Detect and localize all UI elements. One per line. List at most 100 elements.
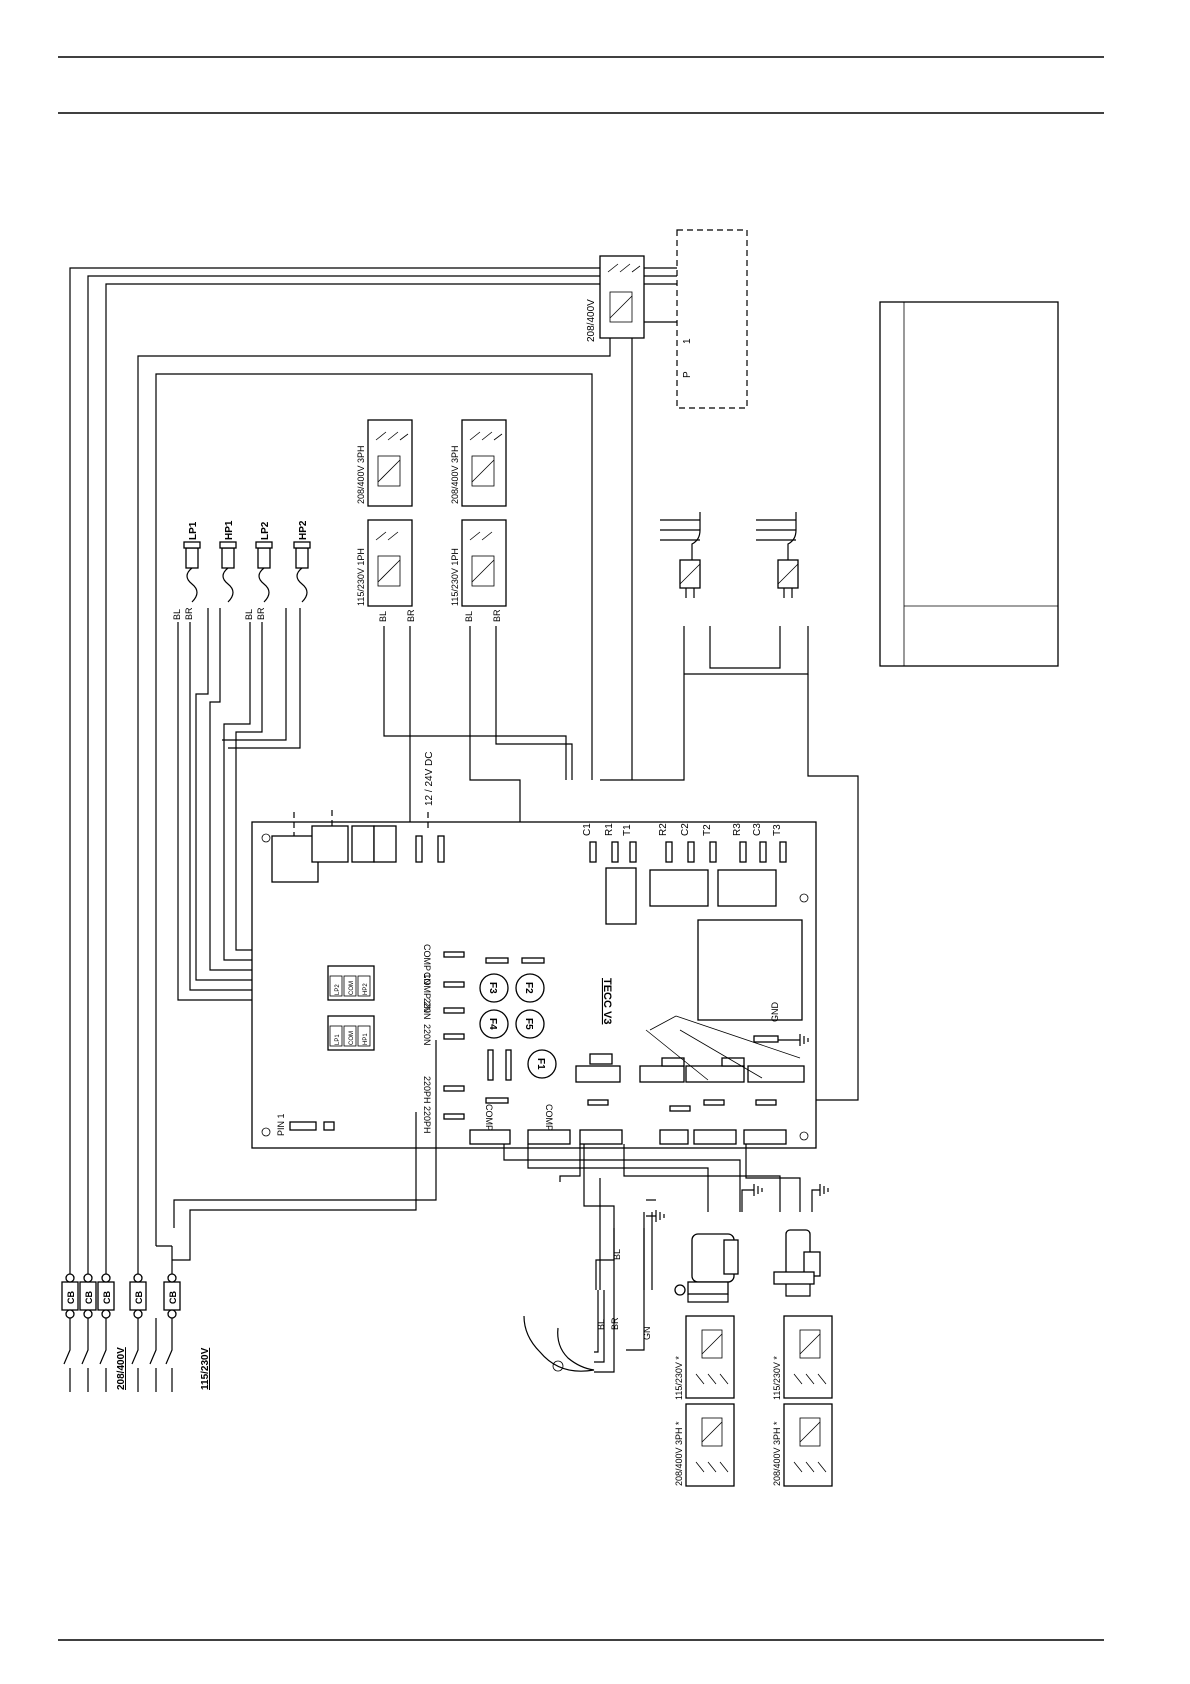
fan: BL BL BR GN xyxy=(523,1199,656,1373)
terminal-c1: C1 xyxy=(582,823,593,836)
terminal-c3: C3 xyxy=(752,823,763,836)
connector-lower-lp1: LP1 xyxy=(335,1034,341,1045)
fuse-f3: F3 xyxy=(487,982,498,994)
connector-comp-1n: COMP 1N xyxy=(422,944,432,985)
circuit-breakers: CB CB CB CB CB 208/400V xyxy=(61,1228,211,1392)
motors xyxy=(674,1229,821,1303)
motor-relay-1-label: 115/230V * xyxy=(674,1356,684,1400)
switch-hp1-label: HP1 xyxy=(224,520,235,540)
cb-3: CB xyxy=(97,1273,115,1319)
connector-220n-a: 220N xyxy=(422,998,432,1020)
cb-4-label: CB xyxy=(134,1291,144,1304)
relay-1ph-a: 115/230V 1PH xyxy=(356,519,413,607)
relay-3ph-a: 208/400V 3PH xyxy=(356,419,413,507)
cb-1: CB xyxy=(61,1273,79,1319)
relay-1ph-b: 115/230V 1PH xyxy=(450,519,507,607)
fuse-f5-shape xyxy=(515,1009,545,1039)
switch-wire-br-1: BR xyxy=(184,607,194,620)
connector-upper-lp2: LP2 xyxy=(335,984,341,995)
switch-wire-bl-2: BL xyxy=(244,609,254,620)
relay-wire-br-b: BR xyxy=(492,609,502,622)
relay-wire-bl-a: BL xyxy=(378,611,388,622)
fan-wire-gn: GN xyxy=(642,1327,652,1341)
supply-voltage-label: 12 / 24V DC xyxy=(424,752,435,806)
cb-2-label: CB xyxy=(84,1291,94,1304)
pcb-name: TECC V3 xyxy=(601,978,613,1024)
fan-wire-bl-top: BL xyxy=(612,1249,622,1260)
connector-220ph-b: 220PH xyxy=(422,1106,432,1134)
supply-208-400: 208/400V xyxy=(116,1347,127,1390)
motor-1 xyxy=(674,1233,739,1303)
relay-1ph-a-label: 115/230V 1PH xyxy=(356,548,366,606)
connector-upper-com: COM xyxy=(349,981,355,995)
condenser-box xyxy=(879,301,1059,667)
connector-comp-2n: COMP 2N xyxy=(422,972,432,1013)
connector-lower-hp1: HP1 xyxy=(363,1033,369,1045)
switch-lp2: LP2 xyxy=(255,521,273,603)
terminal-t1: T1 xyxy=(622,824,633,836)
fan-wire-br: BR xyxy=(610,1317,620,1330)
relay-3ph-b: 208/400V 3PH xyxy=(450,419,507,507)
remote-box xyxy=(676,229,748,409)
fuse-f3-shape xyxy=(479,973,509,1003)
motor-relay-3-label: 208/400V 3PH * xyxy=(674,1421,684,1486)
cb-5: CB xyxy=(163,1273,181,1319)
switch-hp1: HP1 xyxy=(219,520,237,603)
relay-wire-br-a: BR xyxy=(406,609,416,622)
connector-220ph-a: 220PH xyxy=(422,1076,432,1104)
connector-block-lower: LP1 COM HP1 xyxy=(327,1015,375,1051)
motor-relay-4: 208/400V 3PH * xyxy=(772,1403,833,1487)
switch-wire-br-2: BR xyxy=(256,607,266,620)
supply-wires xyxy=(69,267,677,1228)
terminal-r1: R1 xyxy=(604,823,615,836)
pin-header xyxy=(289,1121,335,1131)
fuses: F3 F2 F4 F5 F1 xyxy=(479,973,557,1079)
motor-relay-4-label: 208/400V 3PH * xyxy=(772,1421,782,1486)
relay-1ph-b-label: 115/230V 1PH xyxy=(450,548,460,606)
bottom-connectors xyxy=(469,1015,805,1145)
relay-3ph-b-label: 208/400V 3PH xyxy=(450,445,460,504)
top-contactor-label: 208/400V xyxy=(586,299,597,342)
connector-upper-hp2: HP2 xyxy=(363,983,369,995)
fuse-f5: F5 xyxy=(523,1018,534,1030)
fuse-f4-shape xyxy=(479,1009,509,1039)
pcb-board: 12 / 24V DC C1 R1 T1 R2 C2 T2 R3 C3 T3 xyxy=(251,752,817,1149)
comp2-label: COMP2 xyxy=(544,1104,554,1136)
terminal-r3: R3 xyxy=(732,823,743,836)
cb-1-label: CB xyxy=(66,1291,76,1304)
cb-5-label: CB xyxy=(168,1291,178,1304)
motor-relay-2: 115/230V * xyxy=(772,1315,833,1400)
fuse-f1: F1 xyxy=(535,1058,546,1070)
relay-wire-bl-b: BL xyxy=(464,611,474,622)
remote-terminal-p: P xyxy=(682,371,693,378)
terminal-c2: C2 xyxy=(680,823,691,836)
connector-block-upper: LP2 COM HP2 xyxy=(327,965,375,1001)
pressure-switches: LP1 HP1 LP2 HP2 BL BR BL BR xyxy=(172,520,311,620)
switch-lp1-label: LP1 xyxy=(188,521,199,540)
valves xyxy=(600,512,859,1101)
switch-lp2-label: LP2 xyxy=(260,521,271,540)
relays: 115/230V 1PH 208/400V 3PH 115/230V 1PH 2… xyxy=(356,419,507,622)
switch-hp2-label: HP2 xyxy=(298,520,309,540)
connector-tabs xyxy=(443,951,545,1120)
fuse-f1-shape xyxy=(527,1049,557,1079)
pcb-output-wires xyxy=(173,1040,829,1290)
motor-relays: 115/230V * 115/230V * 208/400V 3PH * 208… xyxy=(674,1315,833,1487)
fuse-f2-shape xyxy=(515,973,545,1003)
motor-relay-1: 115/230V * xyxy=(674,1315,735,1400)
valve-1 xyxy=(660,512,701,598)
connector-lower-com: COM xyxy=(349,1031,355,1045)
pcb-gnd: GND xyxy=(770,1002,780,1023)
supply-115-230: 115/230V xyxy=(200,1347,211,1390)
pcb-pin1: PIN 1 xyxy=(276,1113,286,1136)
fuse-f4: F4 xyxy=(487,1018,498,1030)
valve-2 xyxy=(756,512,799,598)
switch-lp1: LP1 xyxy=(183,521,201,603)
cb-4: CB xyxy=(129,1273,147,1319)
relay-3ph-a-label: 208/400V 3PH xyxy=(356,445,366,504)
cb-2: CB xyxy=(79,1273,97,1319)
motor-relay-3: 208/400V 3PH * xyxy=(674,1403,735,1487)
remote-terminal-1: 1 xyxy=(682,338,693,344)
motor-relay-2-label: 115/230V * xyxy=(772,1356,782,1400)
